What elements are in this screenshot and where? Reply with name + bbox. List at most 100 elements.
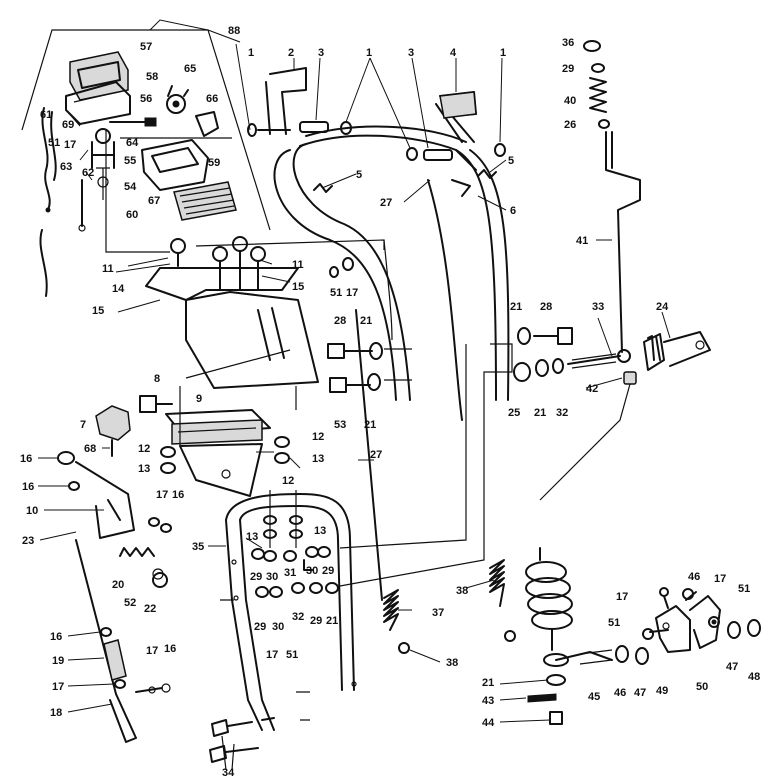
callout-53: 53 bbox=[334, 419, 346, 431]
callout-21: 21 bbox=[326, 615, 338, 627]
callout-12: 12 bbox=[312, 431, 324, 443]
callout-13: 13 bbox=[314, 525, 326, 537]
callout-15: 15 bbox=[292, 281, 304, 293]
callout-50: 50 bbox=[696, 681, 708, 693]
callout-17: 17 bbox=[64, 139, 76, 151]
callout-68: 68 bbox=[84, 443, 96, 455]
callout-13: 13 bbox=[138, 463, 150, 475]
extension-springs bbox=[383, 559, 516, 654]
callout-48: 48 bbox=[748, 671, 760, 683]
callout-33: 33 bbox=[592, 301, 604, 313]
callout-17: 17 bbox=[346, 287, 358, 299]
callout-41: 41 bbox=[576, 235, 588, 247]
callout-54: 54 bbox=[124, 181, 137, 193]
callout-21: 21 bbox=[364, 419, 376, 431]
callout-49: 49 bbox=[656, 685, 668, 697]
callout-16: 16 bbox=[50, 631, 62, 643]
hardware-washers bbox=[160, 436, 303, 548]
callout-11: 11 bbox=[102, 263, 114, 275]
callout-29: 29 bbox=[254, 621, 266, 633]
callout-17: 17 bbox=[714, 573, 726, 585]
washer-grid bbox=[251, 546, 339, 598]
coil-spring-linkage bbox=[525, 547, 761, 725]
callout-29: 29 bbox=[562, 63, 574, 75]
callout-43: 43 bbox=[482, 695, 494, 707]
callout-51: 51 bbox=[48, 137, 60, 149]
callout-9: 9 bbox=[196, 393, 202, 405]
callout-1: 1 bbox=[366, 47, 372, 59]
callout-17: 17 bbox=[146, 645, 158, 657]
callout-62: 62 bbox=[82, 167, 94, 179]
callout-64: 64 bbox=[126, 137, 139, 149]
callout-21: 21 bbox=[534, 407, 546, 419]
callout-19: 19 bbox=[52, 655, 64, 667]
callout-63: 63 bbox=[60, 161, 72, 173]
callout-21: 21 bbox=[510, 301, 522, 313]
callout-32: 32 bbox=[556, 407, 568, 419]
callout-29: 29 bbox=[250, 571, 262, 583]
callout-15: 15 bbox=[92, 305, 104, 317]
callout-23: 23 bbox=[22, 535, 34, 547]
upper-handle bbox=[247, 67, 510, 601]
callout-55: 55 bbox=[124, 155, 136, 167]
callout-28: 28 bbox=[334, 315, 346, 327]
callout-51: 51 bbox=[330, 287, 342, 299]
callout-16: 16 bbox=[172, 489, 184, 501]
callout-60: 60 bbox=[126, 209, 138, 221]
callout-18: 18 bbox=[50, 707, 62, 719]
switch-box-assembly bbox=[65, 51, 237, 232]
callout-12: 12 bbox=[282, 475, 294, 487]
callout-17: 17 bbox=[266, 649, 278, 661]
callout-38: 38 bbox=[446, 657, 458, 669]
callout-51: 51 bbox=[286, 649, 298, 661]
callout-24: 24 bbox=[656, 301, 669, 313]
callout-29: 29 bbox=[322, 565, 334, 577]
callout-17: 17 bbox=[156, 489, 168, 501]
callout-14: 14 bbox=[112, 283, 125, 295]
callout-36: 36 bbox=[562, 37, 574, 49]
rod-and-spring bbox=[539, 40, 711, 501]
callout-58: 58 bbox=[146, 71, 158, 83]
callout-46: 46 bbox=[688, 571, 700, 583]
callout-42: 42 bbox=[586, 383, 598, 395]
callout-67: 67 bbox=[148, 195, 160, 207]
callout-leaders bbox=[38, 19, 671, 723]
callout-51: 51 bbox=[738, 583, 750, 595]
callout-35: 35 bbox=[192, 541, 204, 553]
callout-40: 40 bbox=[564, 95, 576, 107]
callout-1: 1 bbox=[500, 47, 506, 59]
callout-37: 37 bbox=[432, 607, 444, 619]
callout-17: 17 bbox=[52, 681, 64, 693]
lower-bracket bbox=[165, 349, 297, 497]
callout-29: 29 bbox=[310, 615, 322, 627]
callout-61: 61 bbox=[40, 109, 52, 121]
callout-16: 16 bbox=[20, 453, 32, 465]
callout-44: 44 bbox=[482, 717, 495, 729]
callout-5: 5 bbox=[508, 155, 514, 167]
callout-27: 27 bbox=[380, 197, 392, 209]
control-panel-bracket bbox=[105, 130, 385, 389]
callout-26: 26 bbox=[564, 119, 576, 131]
callout-65: 65 bbox=[184, 63, 196, 75]
callout-13: 13 bbox=[246, 531, 258, 543]
callout-21: 21 bbox=[482, 677, 494, 689]
callout-30: 30 bbox=[272, 621, 284, 633]
callout-30: 30 bbox=[306, 565, 318, 577]
callout-30: 30 bbox=[266, 571, 278, 583]
shift-lever-assembly bbox=[57, 451, 172, 743]
callout-16: 16 bbox=[164, 643, 176, 655]
callout-12: 12 bbox=[138, 443, 150, 455]
callout-28: 28 bbox=[540, 301, 552, 313]
callout-7: 7 bbox=[80, 419, 86, 431]
callout-20: 20 bbox=[112, 579, 124, 591]
callout-10: 10 bbox=[26, 505, 38, 517]
callout-34: 34 bbox=[222, 767, 235, 779]
callout-13: 13 bbox=[312, 453, 324, 465]
callout-5: 5 bbox=[356, 169, 362, 181]
callout-22: 22 bbox=[144, 603, 156, 615]
callout-8: 8 bbox=[154, 373, 160, 385]
frame-lines bbox=[21, 29, 271, 231]
callout-16: 16 bbox=[22, 481, 34, 493]
callout-11: 11 bbox=[292, 259, 304, 271]
callout-46: 46 bbox=[614, 687, 626, 699]
